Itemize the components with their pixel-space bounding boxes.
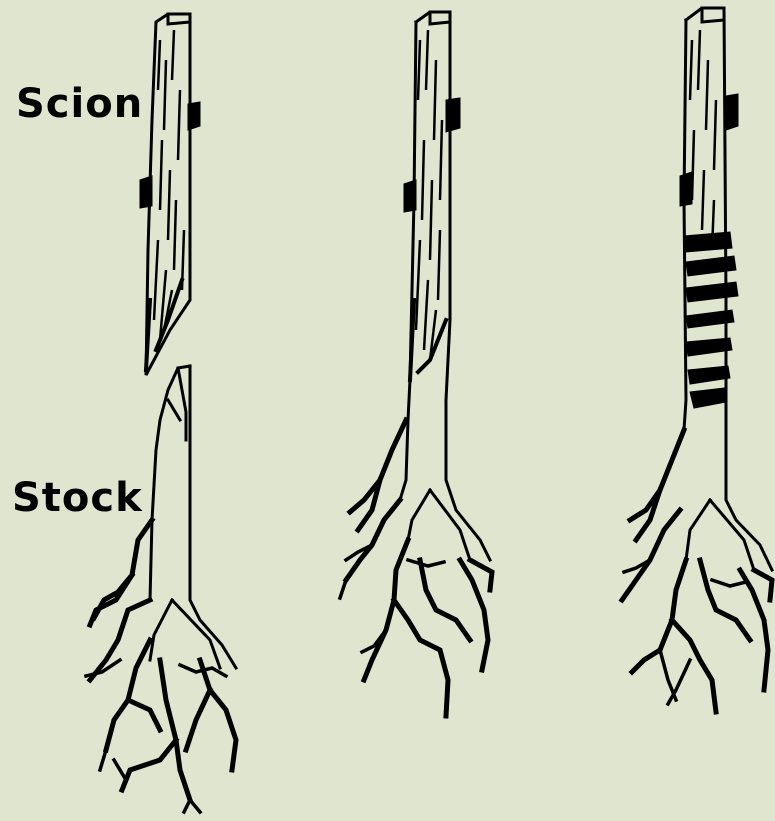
stock-joined-2 (340, 380, 492, 716)
stock-bound-3 (622, 420, 772, 712)
figure-bound (622, 8, 772, 712)
scion-cutting-1 (140, 14, 200, 375)
scion-bound-3 (680, 8, 738, 430)
figure-separated (86, 14, 236, 812)
scion-joined-2 (404, 12, 460, 400)
figure-joined (340, 12, 492, 716)
stock-rootstock-1 (86, 366, 236, 812)
